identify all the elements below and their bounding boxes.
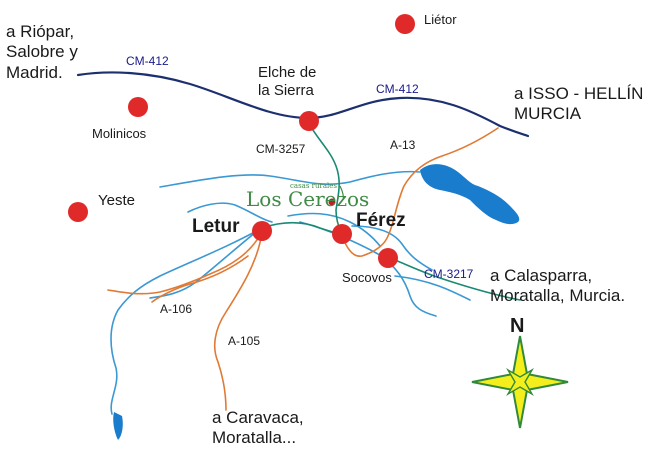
town-label-letur: Letur <box>192 216 240 237</box>
destination-riopar: a Riópar, Salobre y Madrid. <box>6 22 78 83</box>
destination-riopar-line1: a Riópar, <box>6 22 75 41</box>
marker-letur <box>252 221 272 241</box>
town-label-molinicos: Molinicos <box>92 126 147 141</box>
compass-north-label: N <box>510 315 525 337</box>
destination-isso-line2: MURCIA <box>514 104 582 124</box>
road-label-cm412-west: CM-412 <box>126 54 169 68</box>
road-label-cm3217: CM-3217 <box>424 267 474 281</box>
reservoir-lake <box>420 164 520 225</box>
destination-isso-line1: a ISSO - HELLÍN <box>514 84 644 103</box>
destination-calasparra-line1: a Calasparra, <box>490 266 593 285</box>
town-label-ferez: Férez <box>356 210 406 231</box>
road-label-a13: A-13 <box>390 138 416 152</box>
town-label-socovos: Socovos <box>342 270 392 285</box>
destination-calasparra: a Calasparra, Moratalla, Murcia. <box>490 266 625 307</box>
compass-rose-icon <box>471 335 569 429</box>
logo-subtitle: casas rurales <box>290 182 338 190</box>
destination-caravaca-line1: a Caravaca, <box>212 408 304 427</box>
destination-caravaca-line2: Moratalla... <box>212 428 297 448</box>
marker-ferez <box>332 224 352 244</box>
road-label-cm3257: CM-3257 <box>256 142 306 156</box>
town-label-lietor: Liétor <box>424 12 457 27</box>
town-label-elche: Elche de la Sierra <box>258 64 316 100</box>
town-label-elche-line2: la Sierra <box>258 82 314 99</box>
road-label-a106: A-106 <box>160 302 193 316</box>
marker-yeste <box>68 202 88 222</box>
marker-socovos <box>378 248 398 268</box>
town-label-elche-line1: Elche de <box>258 64 317 81</box>
destination-caravaca: a Caravaca, Moratalla... <box>212 408 304 449</box>
road-cm-412 <box>76 71 530 138</box>
destination-calasparra-line2: Moratalla, Murcia. <box>490 286 626 306</box>
secondary-roads <box>107 127 499 411</box>
marker-elche <box>299 111 319 131</box>
logo-los-cerezos: Los Cerezos <box>246 187 370 211</box>
destination-riopar-line3: Madrid. <box>6 62 63 82</box>
town-markers <box>68 14 415 268</box>
road-label-cm412-east: CM-412 <box>376 82 419 96</box>
destination-riopar-line2: Salobre y <box>6 42 78 62</box>
small-lake <box>113 412 123 440</box>
destination-isso: a ISSO - HELLÍN MURCIA <box>514 84 643 125</box>
cherry-icon <box>328 185 344 206</box>
marker-molinicos <box>128 97 148 117</box>
road-label-a105: A-105 <box>228 334 261 348</box>
town-label-yeste: Yeste <box>98 192 135 209</box>
marker-lietor <box>395 14 415 34</box>
